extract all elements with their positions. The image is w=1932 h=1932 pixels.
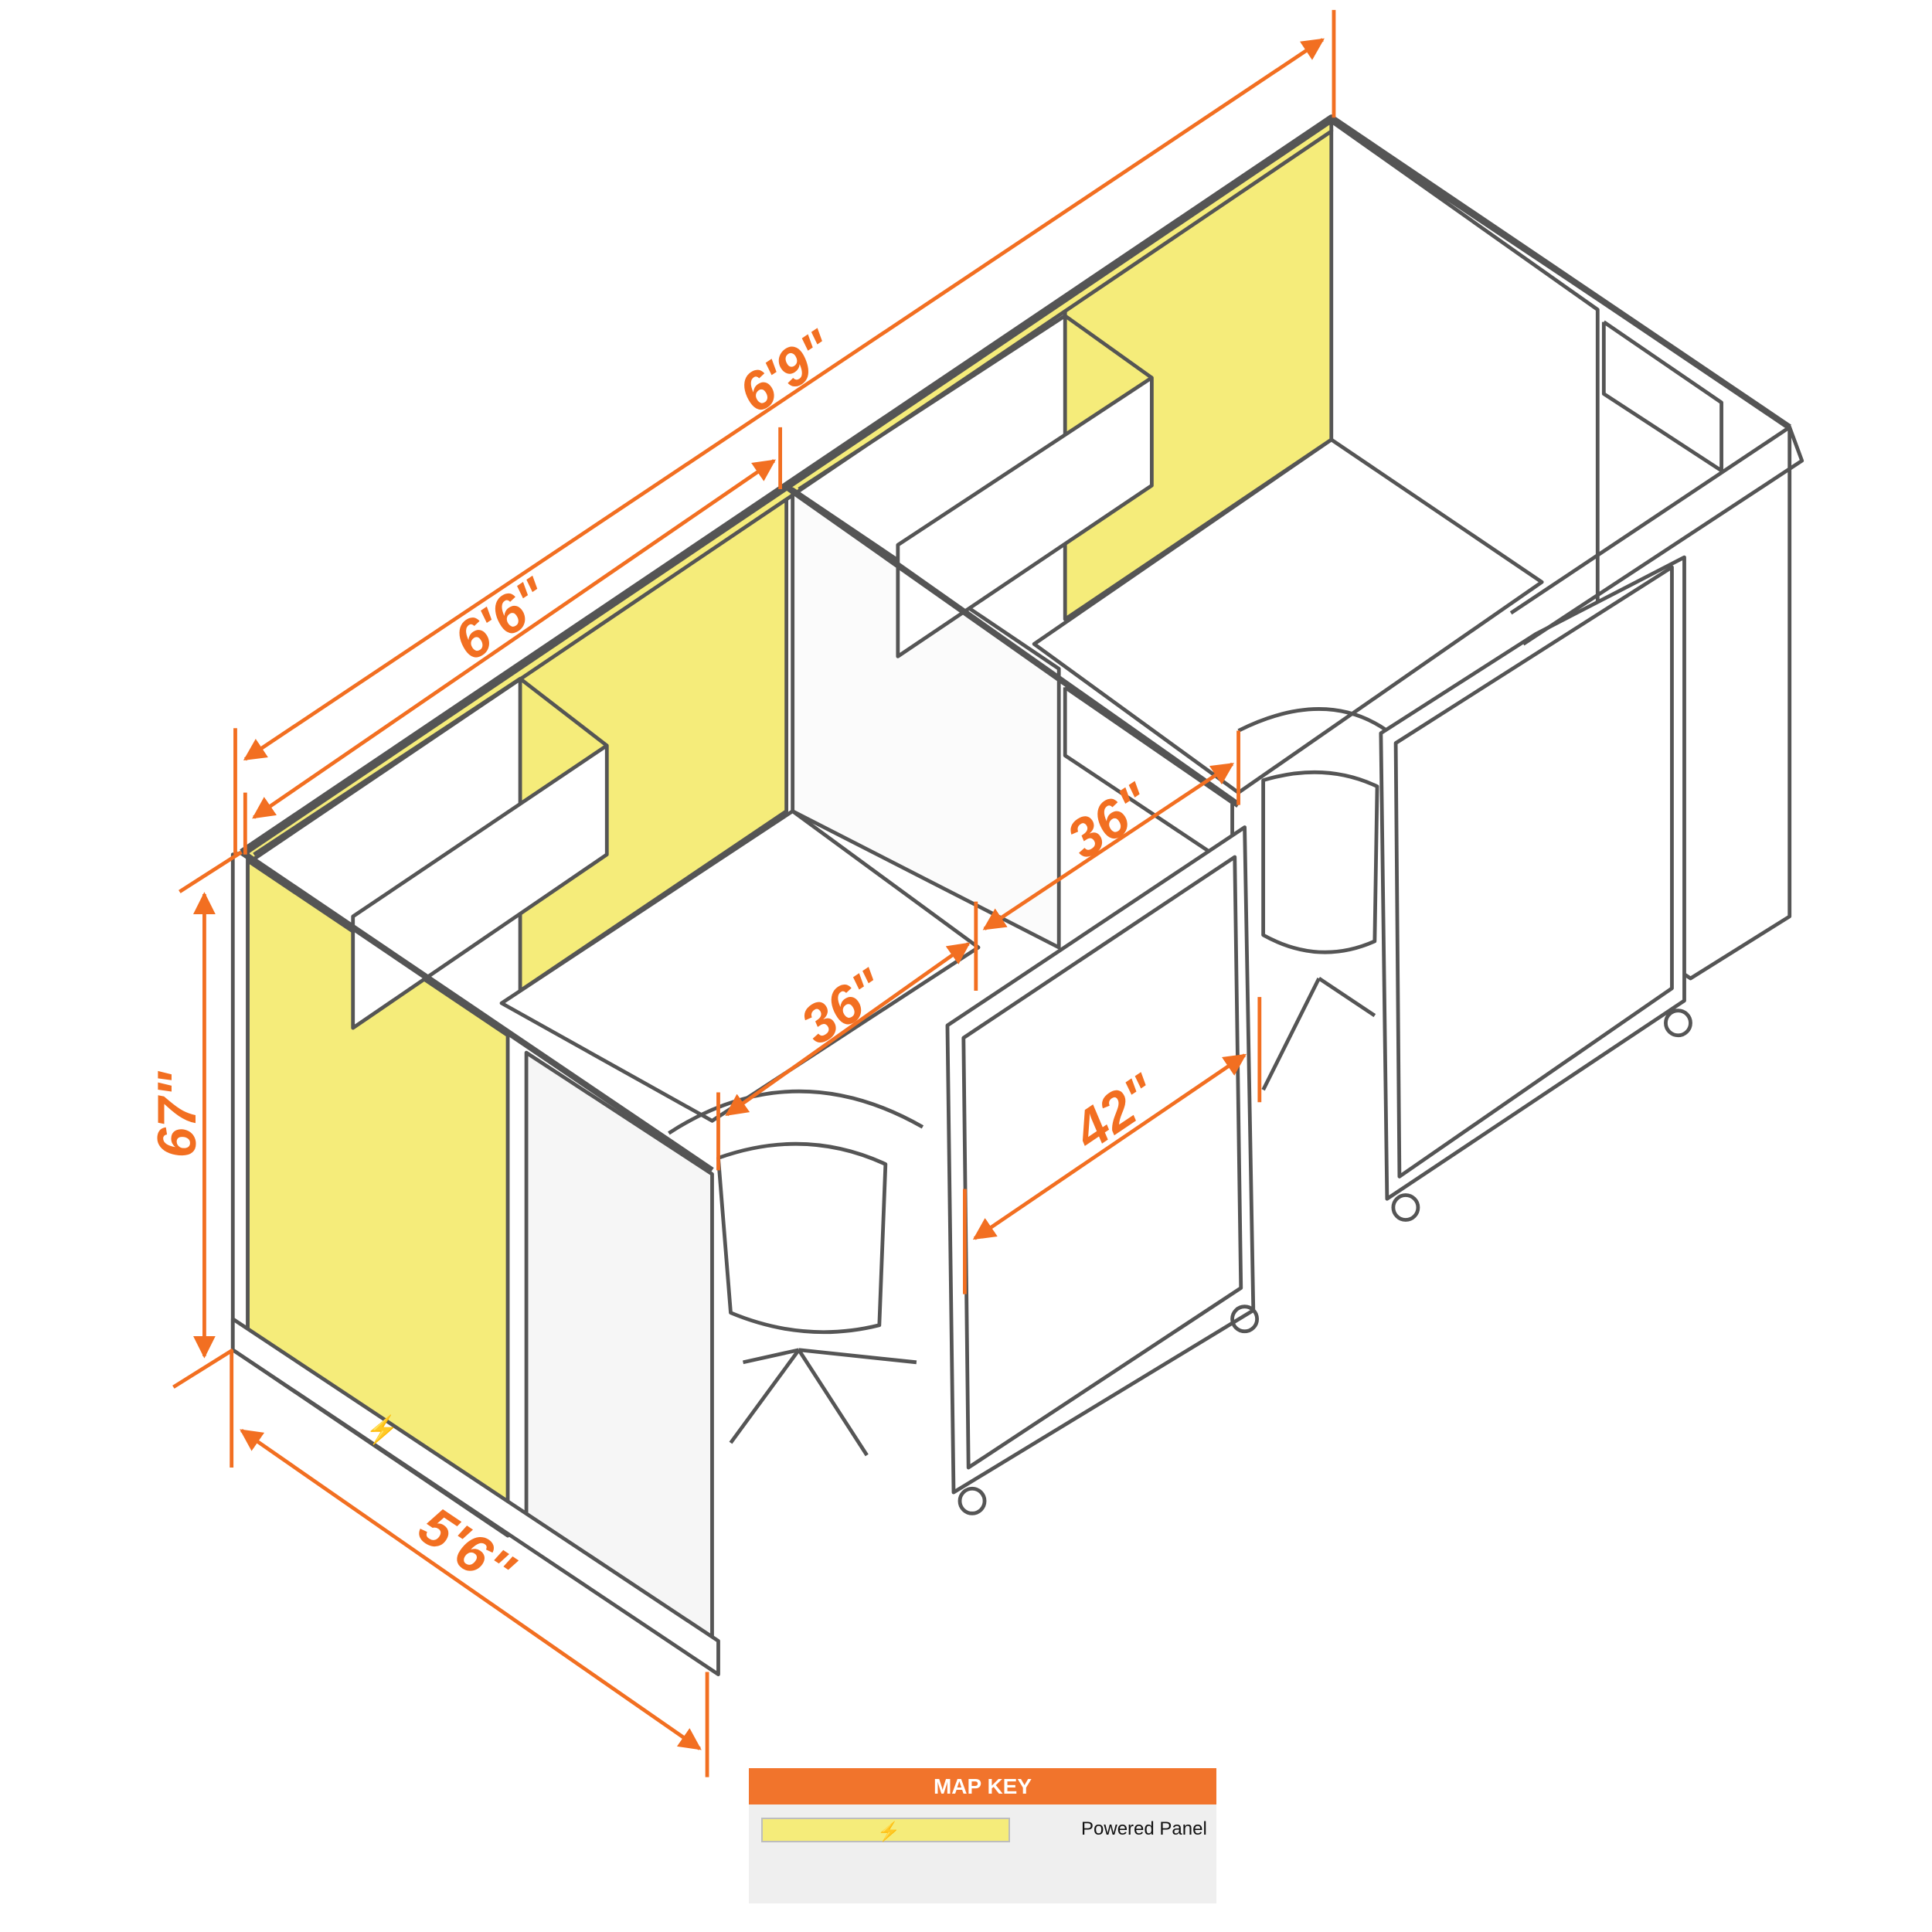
- door-panel-center: [945, 825, 1256, 1495]
- lightning-bolt-icon: ⚡: [877, 1822, 900, 1842]
- office-chair-right: [1237, 707, 1389, 1091]
- map-key-label: Powered Panel: [1081, 1818, 1207, 1839]
- dim-label-opening-right: 36": [1056, 770, 1162, 870]
- caster: [1664, 1009, 1692, 1038]
- dim-line-opening-left: [725, 942, 971, 1117]
- dim-line-depth: [240, 1428, 702, 1750]
- powered-bolt-icon: ⚡: [366, 1414, 400, 1446]
- caster: [1230, 1304, 1260, 1334]
- dim-label-height: 67": [146, 1070, 207, 1158]
- dim-line-door: [972, 1053, 1247, 1240]
- dim-label-overall-length: 6'9": [728, 318, 845, 424]
- map-key: MAP KEY ⚡ Powered Panel: [749, 1768, 1216, 1903]
- dim-line-opening-right: [982, 762, 1234, 930]
- caster: [1391, 1193, 1420, 1222]
- powered-panel-swatch: ⚡: [761, 1818, 1010, 1842]
- door-panel-right: [1379, 555, 1686, 1201]
- caster: [957, 1486, 987, 1515]
- map-key-title: MAP KEY: [749, 1768, 1216, 1804]
- frame-post-left: [230, 850, 250, 1362]
- dim-line-inner-length: [252, 459, 776, 819]
